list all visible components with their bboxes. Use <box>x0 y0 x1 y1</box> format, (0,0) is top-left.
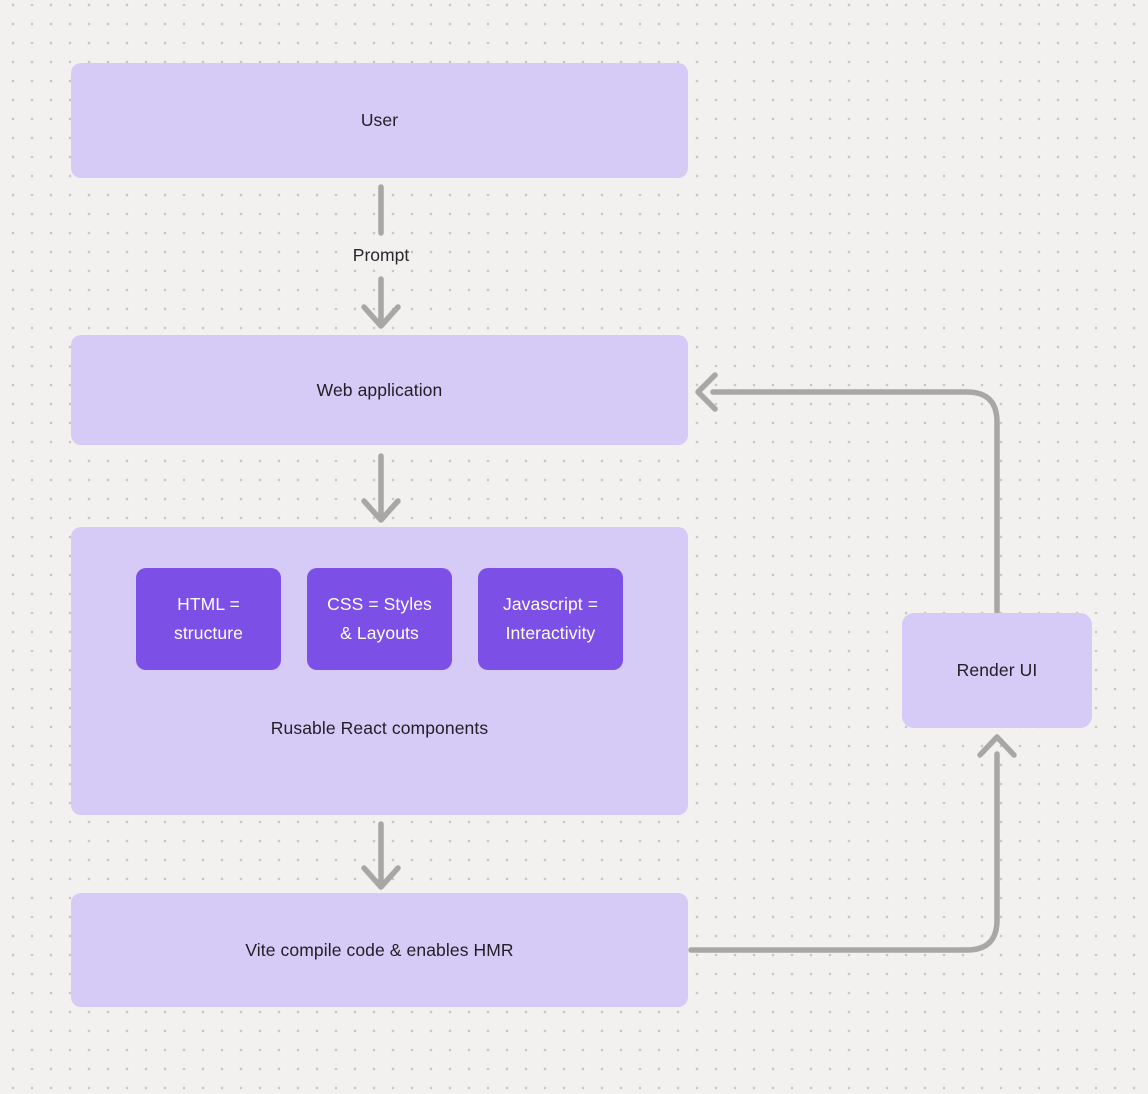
node-web-application-label: Web application <box>316 379 443 400</box>
chip-css: CSS = Styles & Layouts <box>307 568 452 670</box>
node-vite-label: Vite compile code & enables HMR <box>245 939 514 960</box>
chip-row: HTML = structure CSS = Styles & Layouts … <box>136 568 623 670</box>
node-vite: Vite compile code & enables HMR <box>71 893 688 1007</box>
chip-html: HTML = structure <box>136 568 281 670</box>
arrow-vite-to-renderui-icon <box>688 734 1017 953</box>
arrow-down-components-to-vite-icon <box>361 821 401 890</box>
arrow-down-prompt-to-webapp-icon <box>361 276 401 329</box>
node-user: User <box>71 63 688 178</box>
edge-label-prompt: Prompt <box>352 245 410 265</box>
chip-html-line1: HTML = <box>177 594 240 614</box>
chip-css-line2: & Layouts <box>340 623 419 643</box>
components-caption: Rusable React components <box>270 718 489 738</box>
chip-html-line2: structure <box>174 623 243 643</box>
node-user-label: User <box>360 110 399 130</box>
node-render-ui-label: Render UI <box>956 660 1038 680</box>
chip-javascript-line1: Javascript = <box>502 594 599 614</box>
arrow-renderui-to-webapp-icon <box>695 372 1000 615</box>
node-components-container: HTML = structure CSS = Styles & Layouts … <box>71 527 688 815</box>
chip-javascript: Javascript = Interactivity <box>478 568 623 670</box>
arrow-down-webapp-to-components-icon <box>361 453 401 523</box>
node-web-application: Web application <box>71 335 688 445</box>
chip-javascript-line2: Interactivity <box>505 623 596 643</box>
chip-css-line1: CSS = Styles <box>327 594 432 614</box>
node-render-ui: Render UI <box>902 613 1092 728</box>
